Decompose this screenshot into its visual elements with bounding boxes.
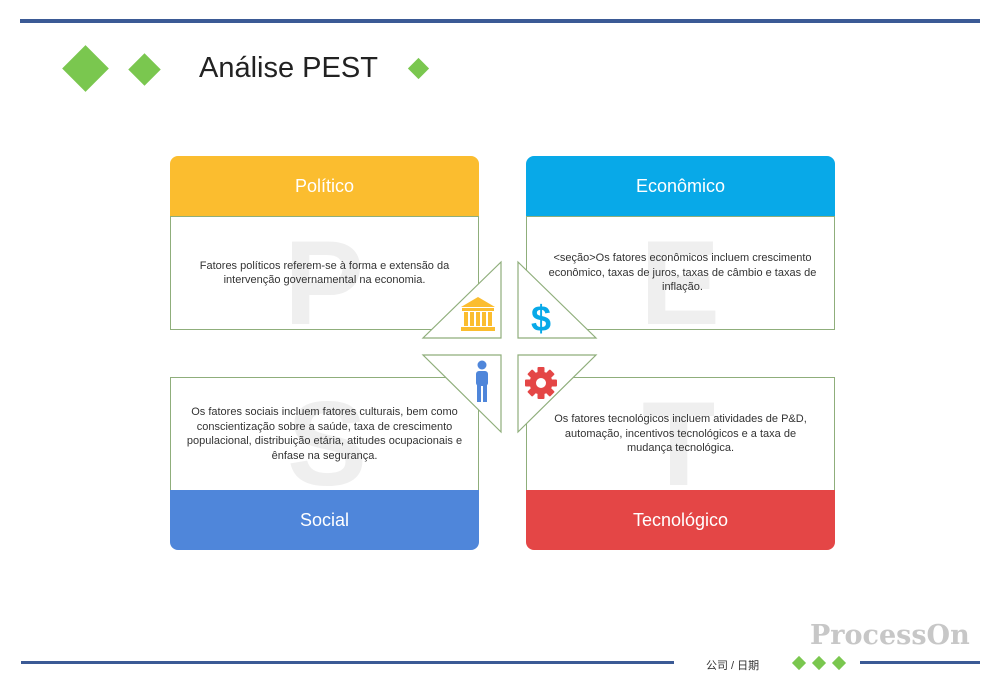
person-icon: [476, 360, 488, 402]
processon-brand-logo: ProcessOn: [810, 620, 970, 651]
political-card-title: Político: [294, 175, 355, 196]
social-card-text: Os fatores sociais incluem fatores cultu…: [186, 406, 463, 462]
social-triangle: [421, 354, 502, 434]
technological-watermark-letter: T: [642, 377, 716, 491]
technological-card-title: Tecnológico: [632, 509, 729, 530]
technological-card-header: Tecnológico: [526, 490, 835, 550]
top-divider: [20, 19, 980, 23]
company-date-label: 公司 / 日期: [706, 660, 760, 672]
social-card-header: Social: [170, 490, 479, 550]
political-card-body: P Fatores políticos referem-se à forma e…: [170, 216, 479, 330]
economic-card-header: Econômico: [526, 156, 835, 216]
social-card-title: Social: [299, 509, 350, 530]
page-title: Análise PEST: [199, 52, 378, 84]
political-triangle: [421, 260, 502, 339]
gear-icon: [525, 367, 557, 399]
technological-card-text: Os fatores tecnológicos incluem atividad…: [554, 413, 807, 455]
technological-card-body: T Os fatores tecnológicos incluem ativid…: [526, 377, 835, 491]
social-watermark-letter: S: [287, 377, 368, 491]
political-card-header: Político: [170, 156, 479, 216]
political-card-text: Fatores políticos referem-se à forma e e…: [199, 259, 450, 287]
political-watermark-letter: P: [284, 216, 365, 330]
government-building-icon: [461, 297, 495, 331]
bottom-divider-right: [860, 661, 980, 664]
dollar-sign-icon: $: [531, 298, 551, 339]
economic-card-body: E <seção>Os fatores econômicos incluem c…: [526, 216, 835, 330]
economic-card-text: <seção>Os fatores econômicos incluem cre…: [548, 252, 817, 294]
economic-card-title: Econômico: [635, 175, 726, 196]
economic-watermark-letter: E: [640, 216, 721, 330]
bottom-divider-left: [21, 661, 674, 664]
social-card-body: S Os fatores sociais incluem fatores cul…: [170, 377, 479, 491]
economic-triangle: [517, 260, 598, 339]
